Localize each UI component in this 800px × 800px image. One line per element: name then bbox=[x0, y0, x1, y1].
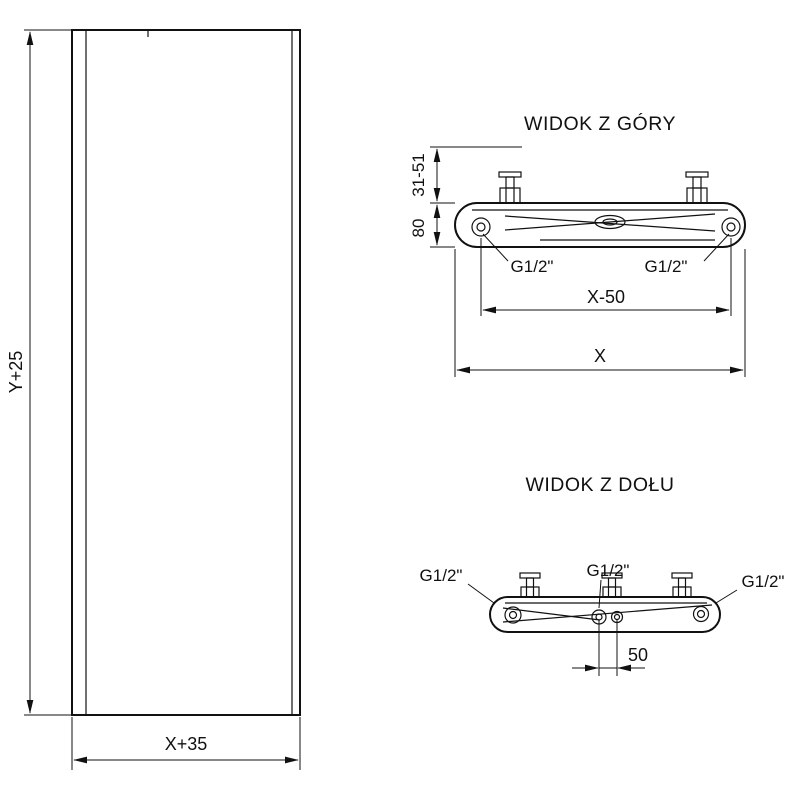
bottom-right-port-inner bbox=[696, 609, 706, 619]
thread-callout-bottom-center: G1/2" bbox=[587, 561, 630, 609]
bottom-view-title: WIDOK Z DOŁU bbox=[525, 474, 674, 496]
total-width-label: X bbox=[594, 346, 606, 366]
mounting-bracket-right bbox=[685, 171, 709, 204]
connection-spacing-label: X-50 bbox=[587, 287, 625, 307]
dimension-depth: 80 bbox=[409, 204, 455, 248]
top-view-title: WIDOK Z GÓRY bbox=[524, 112, 676, 135]
dimension-wall-distance: 31-51 bbox=[409, 146, 522, 204]
mounting-bracket-bottom-right bbox=[671, 572, 693, 598]
bottom-left-port-outer bbox=[504, 606, 522, 624]
center-offset-label: 50 bbox=[628, 645, 648, 665]
thread-bottom-left-label: G1/2" bbox=[420, 566, 463, 585]
thread-left-label: G1/2" bbox=[511, 257, 554, 276]
front-view: Y+25 X+35 bbox=[6, 29, 301, 770]
crossed-tube-2 bbox=[504, 215, 716, 232]
bottom-right-port-outer bbox=[692, 605, 710, 623]
dimension-total-width: X bbox=[454, 249, 746, 377]
mounting-bracket-left bbox=[498, 171, 522, 204]
thread-bottom-center-label: G1/2" bbox=[587, 561, 630, 580]
right-port-outer bbox=[721, 217, 741, 237]
thread-callout-bottom-right: G1/2" bbox=[715, 572, 785, 604]
thread-callout-top-right: G1/2" bbox=[645, 233, 730, 276]
bottom-view: WIDOK Z DOŁU G1/2" G1/2" G1/2" bbox=[420, 474, 785, 676]
thread-callout-bottom-left: G1/2" bbox=[420, 566, 495, 604]
center-union-outer bbox=[594, 214, 626, 230]
collector-top-outline bbox=[454, 202, 746, 248]
dimension-connection-spacing: X-50 bbox=[480, 238, 732, 316]
thread-right-label: G1/2" bbox=[645, 257, 688, 276]
dimension-height: Y+25 bbox=[6, 29, 72, 716]
mounting-bracket-bottom-left bbox=[519, 572, 541, 598]
left-port-outer bbox=[471, 217, 491, 237]
center-union-inner bbox=[602, 218, 618, 226]
dimension-width: X+35 bbox=[71, 717, 301, 770]
dimension-center-offset: 50 bbox=[572, 620, 648, 676]
width-dim-label: X+35 bbox=[165, 734, 208, 754]
bottom-center-port-inner bbox=[595, 613, 603, 621]
left-port-inner bbox=[476, 222, 486, 232]
bottom-left-port-inner bbox=[508, 610, 518, 620]
top-view: WIDOK Z GÓRY 31-51 80 G1 bbox=[409, 112, 746, 377]
thread-bottom-right-label: G1/2" bbox=[742, 572, 785, 591]
radiator-panel-outline bbox=[71, 29, 301, 716]
right-port-inner bbox=[726, 222, 736, 232]
thread-callout-top-left: G1/2" bbox=[482, 233, 554, 276]
crossed-tube-bottom-1 bbox=[502, 604, 713, 623]
crossed-tube-1 bbox=[504, 213, 716, 231]
bottom-center2-port-inner bbox=[613, 613, 621, 621]
wall-distance-label: 31-51 bbox=[409, 153, 428, 196]
height-dim-label: Y+25 bbox=[6, 351, 26, 394]
depth-label: 80 bbox=[409, 219, 428, 238]
